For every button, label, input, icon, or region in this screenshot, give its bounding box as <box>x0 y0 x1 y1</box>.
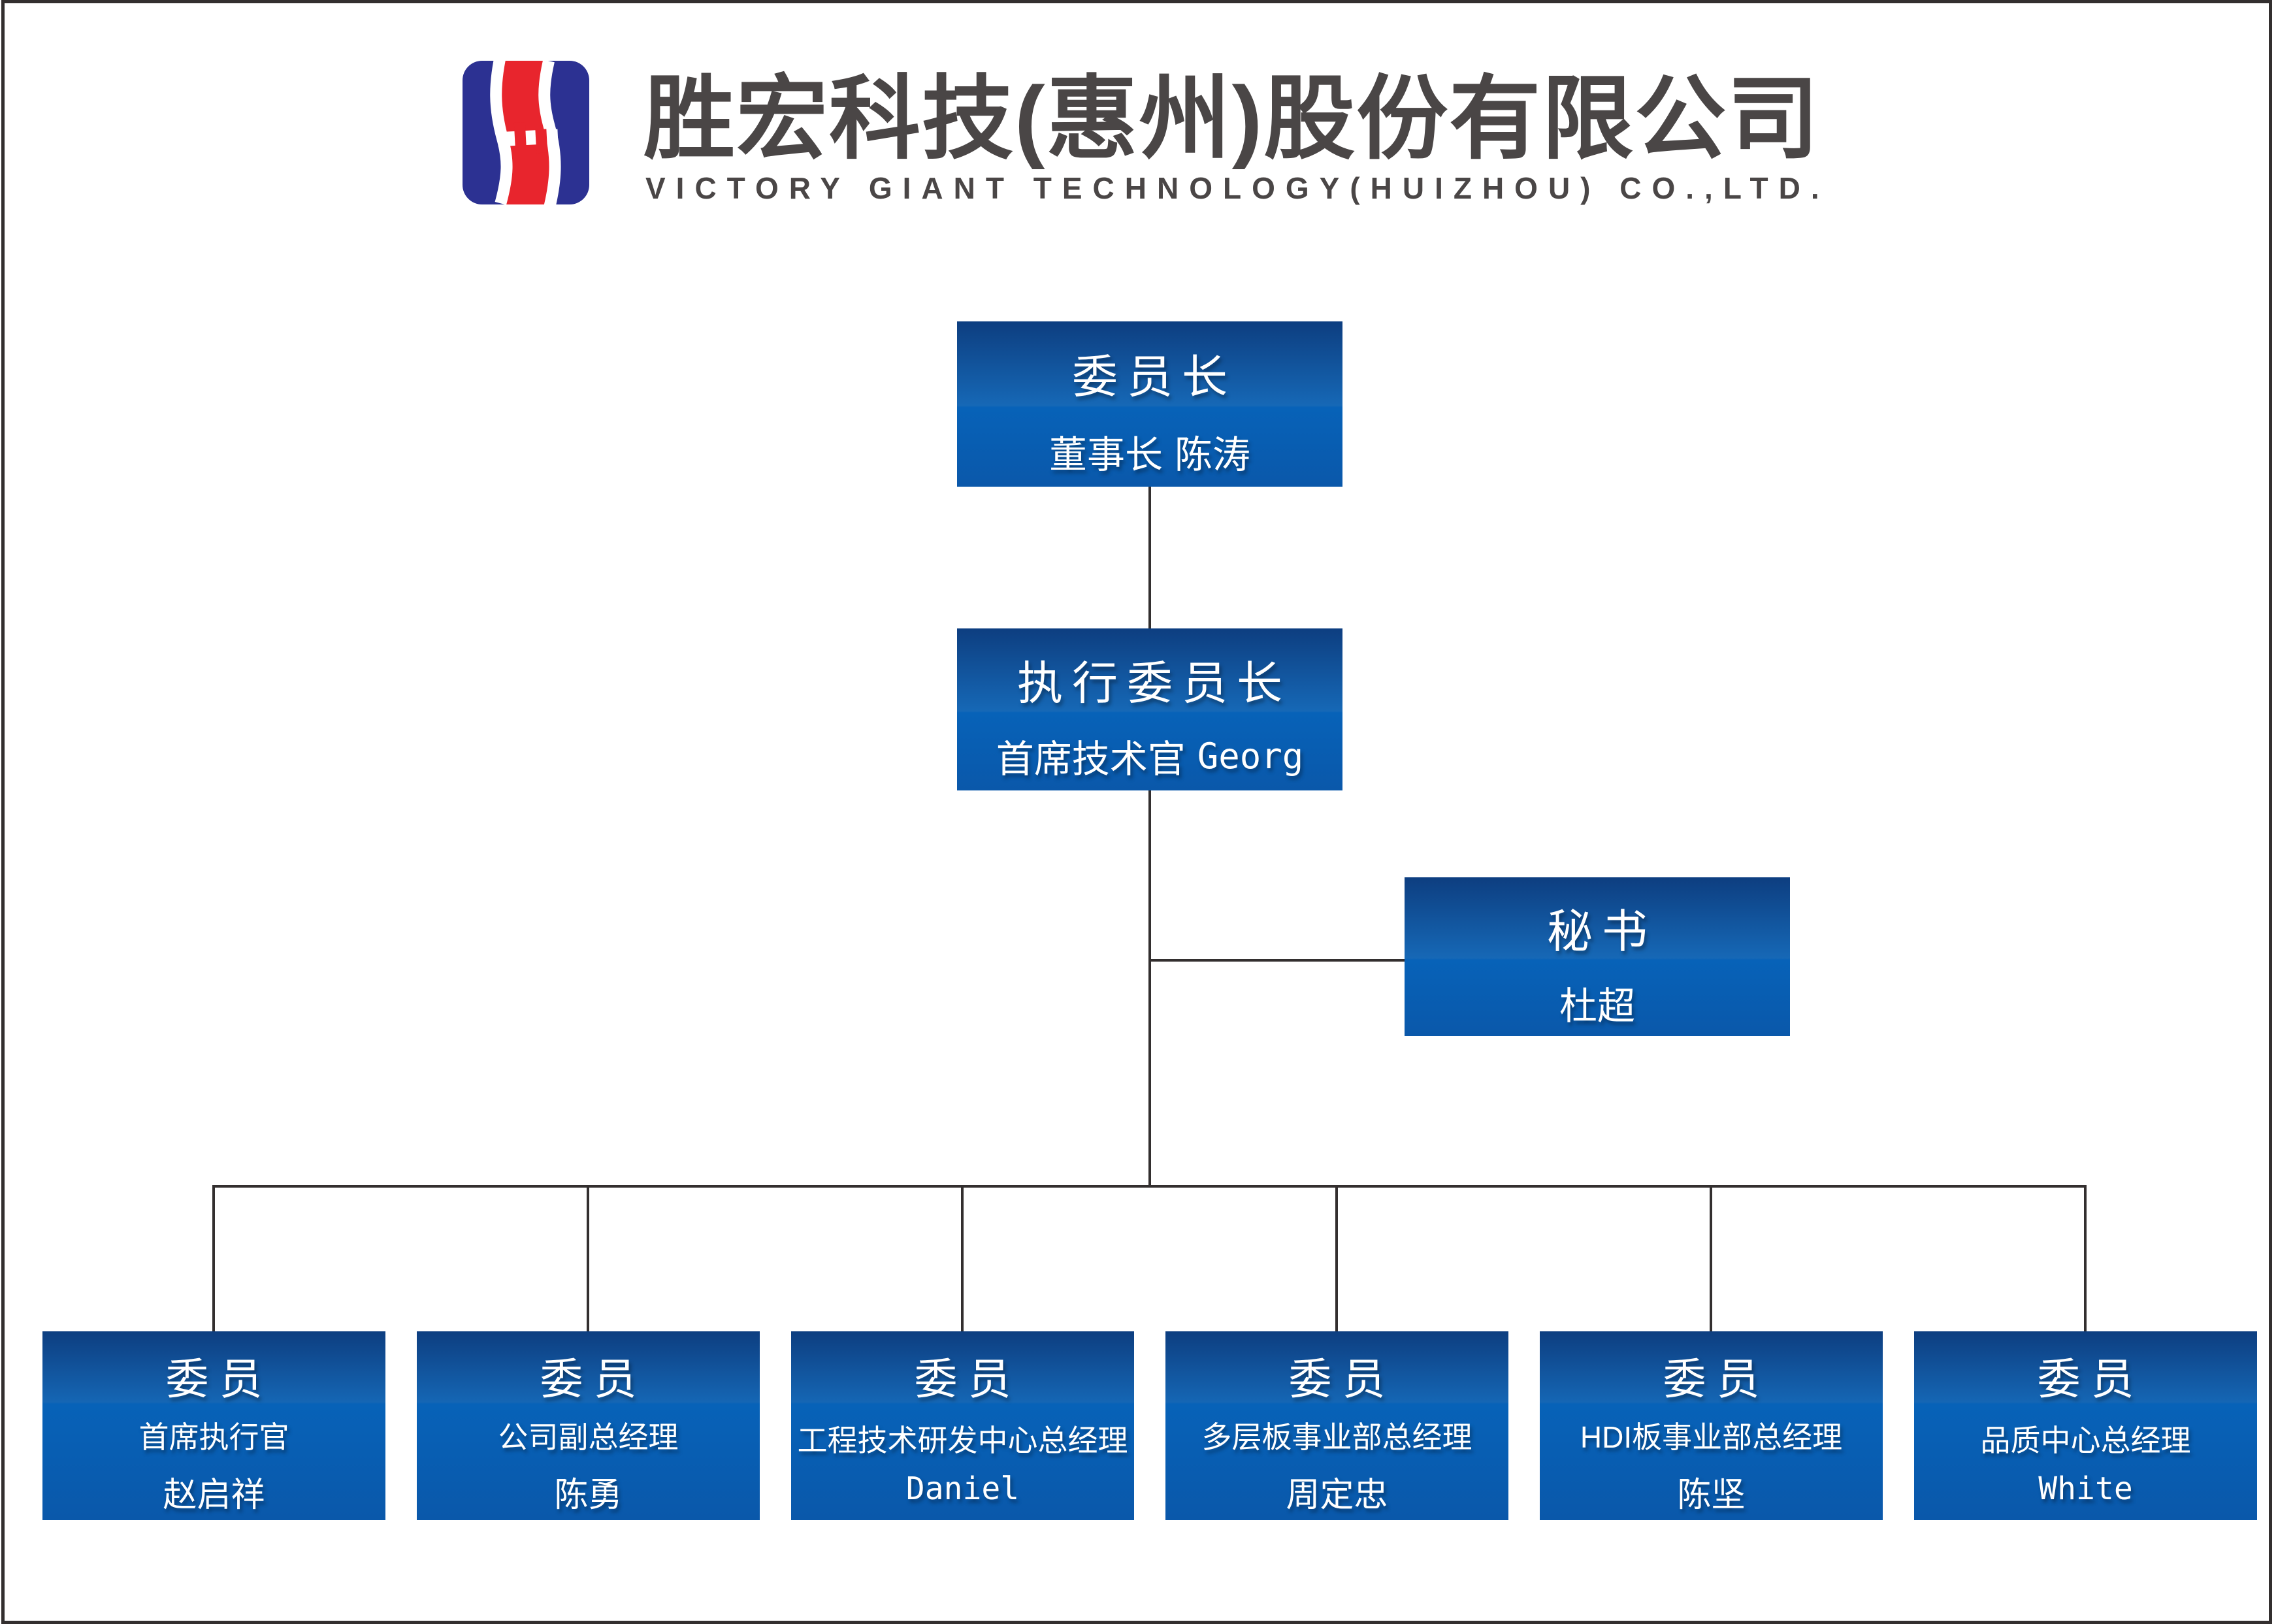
node-person-name: 陈涛 <box>1175 434 1251 477</box>
node-subtitle: 多层板事业部总经理 周定忠 <box>1165 1414 1508 1525</box>
node-title: 委员 <box>1288 1354 1396 1403</box>
node-title: 委员 <box>914 1354 1022 1403</box>
node-role: 首席执行官 <box>138 1420 289 1454</box>
node-subtitle: 首席技术官 Georg <box>957 722 1342 790</box>
connector-chairman-exec <box>1148 487 1151 630</box>
company-name-en: VICTORY GIANT TECHNOLOGY(HUIZHOU) CO.,LT… <box>645 171 1830 205</box>
node-member-vice-gm: 委员 公司副总经理 陈勇 <box>417 1331 760 1520</box>
node-title: 委员 <box>540 1354 647 1403</box>
node-person-name: 杜超 <box>1559 984 1635 1028</box>
node-role: 董事长 <box>1049 434 1163 477</box>
connector-exec-trunk <box>1148 790 1151 1188</box>
node-role: 多层板事业部总经理 <box>1201 1420 1472 1454</box>
node-subtitle: 首席执行官 赵启祥 <box>42 1414 385 1525</box>
node-person-name: 周定忠 <box>1286 1476 1388 1514</box>
connector-drop-member-3 <box>961 1185 964 1331</box>
node-subtitle: 品质中心总经理 White <box>1914 1414 2257 1520</box>
node-member-rd-center-gm: 委员 工程技术研发中心总经理 Daniel <box>791 1331 1134 1520</box>
node-role: HDI板事业部总经理 <box>1580 1420 1843 1454</box>
node-role: 首席技术官 <box>996 738 1186 781</box>
connector-drop-member-1 <box>212 1185 215 1331</box>
connector-secretary-branch <box>1150 959 1405 962</box>
node-chairman: 委员长 董事长 陈涛 <box>957 321 1342 487</box>
node-role: 品质中心总经理 <box>1980 1423 2191 1458</box>
node-executive-chairman: 执行委员长 首席技术官 Georg <box>957 628 1342 790</box>
connector-drop-member-5 <box>1710 1185 1712 1331</box>
node-secretary: 秘书 杜超 <box>1405 877 1790 1036</box>
node-member-hdi-gm: 委员 HDI板事业部总经理 陈坚 <box>1540 1331 1883 1520</box>
node-member-quality-gm: 委员 品质中心总经理 White <box>1914 1331 2257 1520</box>
node-person-name: 赵启祥 <box>163 1476 265 1514</box>
node-title: 委员长 <box>1072 351 1237 403</box>
node-role: 工程技术研发中心总经理 <box>797 1423 1128 1458</box>
node-title: 秘书 <box>1547 905 1657 957</box>
node-title: 委员 <box>165 1354 273 1403</box>
node-person-name: White <box>2038 1470 2133 1508</box>
node-person-name: 陈坚 <box>1677 1476 1746 1514</box>
node-subtitle: 工程技术研发中心总经理 Daniel <box>791 1414 1134 1520</box>
connector-drop-member-4 <box>1335 1185 1338 1331</box>
node-person-name: 陈勇 <box>554 1476 623 1514</box>
node-person-name: Georg <box>1197 735 1304 777</box>
company-name-cn: 胜宏科技(惠州)股份有限公司 <box>643 67 1821 170</box>
node-title: 委员 <box>2037 1354 2145 1403</box>
node-person-name: Daniel <box>905 1470 1020 1508</box>
connector-members-rail <box>212 1185 2087 1188</box>
node-subtitle: 董事长 陈涛 <box>957 417 1342 487</box>
node-subtitle: HDI板事业部总经理 陈坚 <box>1540 1414 1883 1525</box>
node-title: 执行委员长 <box>1017 657 1292 709</box>
node-subtitle: 杜超 <box>1405 969 1790 1036</box>
connector-drop-member-2 <box>587 1185 589 1331</box>
node-subtitle: 公司副总经理 陈勇 <box>417 1414 760 1525</box>
node-role: 公司副总经理 <box>498 1420 679 1454</box>
node-member-multilayer-gm: 委员 多层板事业部总经理 周定忠 <box>1165 1331 1508 1520</box>
company-logo-icon <box>463 61 589 204</box>
node-title: 委员 <box>1663 1354 1770 1403</box>
node-member-ceo: 委员 首席执行官 赵启祥 <box>42 1331 385 1520</box>
connector-drop-member-6 <box>2084 1185 2087 1331</box>
